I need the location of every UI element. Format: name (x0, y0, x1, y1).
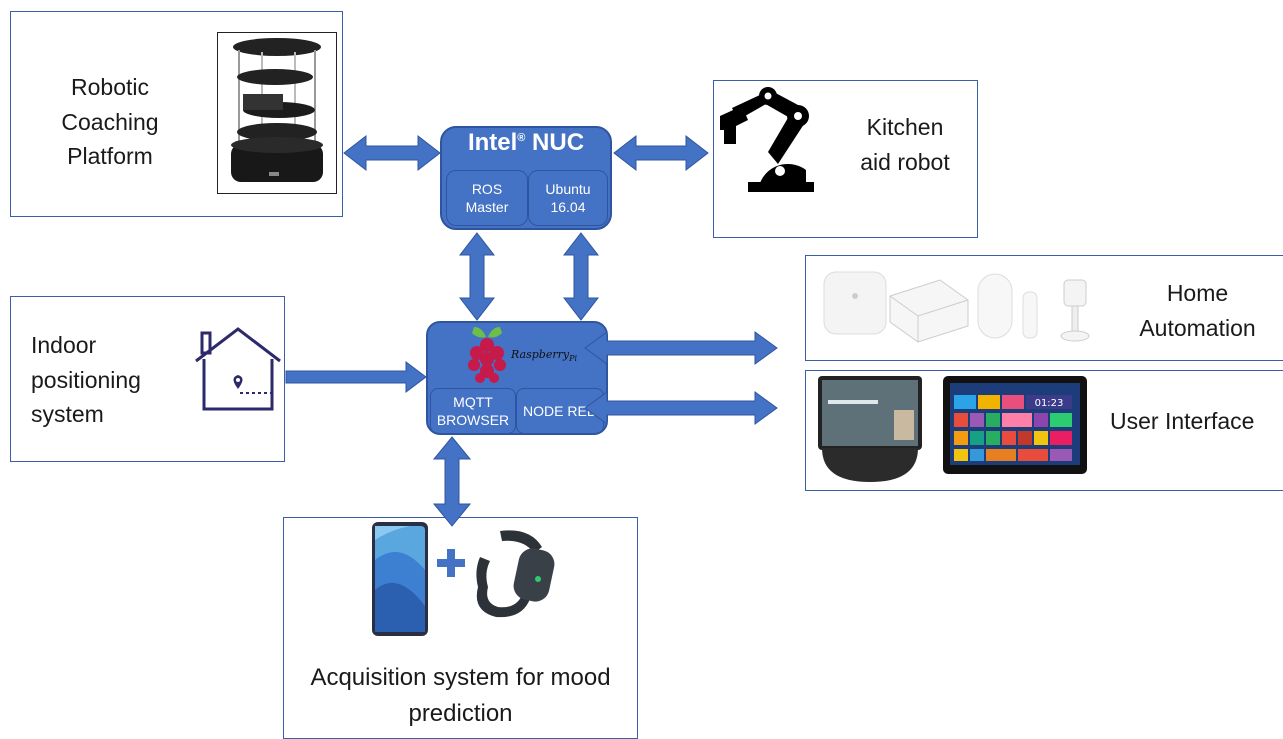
tablet-clock-text: 01:23 (1035, 398, 1064, 409)
robot-arm-icon (720, 87, 814, 192)
user-interface-label: User Interface (1110, 408, 1255, 434)
raspberry-pi-wordmark: RaspberryPi (511, 348, 578, 364)
home-automation-label: Home Automation (1139, 280, 1256, 341)
turtlebot-robot-image (217, 32, 337, 194)
raspberry-pi-logo-icon (468, 327, 506, 383)
arrow-nuc-rpi-right (562, 232, 600, 321)
arrow-nuc-rpi-left (458, 232, 496, 321)
smart-display-image (818, 376, 922, 482)
house-location-icon (195, 327, 281, 411)
indoor-positioning-label: Indoor positioning system (31, 332, 141, 427)
arrow-rpi-home (584, 331, 778, 365)
smartphone-image (372, 522, 428, 636)
acquisition-system-label: Acquisition system for mood prediction (310, 664, 611, 727)
intel-nuc-title: Intel® NUC (467, 129, 585, 156)
smart-home-devices-image (823, 271, 1090, 343)
arrow-rpi-ui (584, 391, 778, 425)
robotic-coaching-label: Robotic Coaching Platform (61, 74, 159, 169)
arrow-indoor-rpi (285, 361, 427, 393)
arrow-rpi-acq (432, 436, 472, 527)
wristband-image (476, 530, 555, 618)
arrow-nuc-kitchen (613, 134, 709, 172)
raspberry-pi-block (426, 321, 608, 435)
acquisition-system-box (283, 517, 638, 739)
tablet-image: 01:23 (943, 376, 1087, 474)
kitchen-robot-label: Kitchen aid robot (860, 114, 950, 175)
plus-icon (437, 549, 465, 577)
arrow-robotic-nuc (343, 134, 441, 172)
